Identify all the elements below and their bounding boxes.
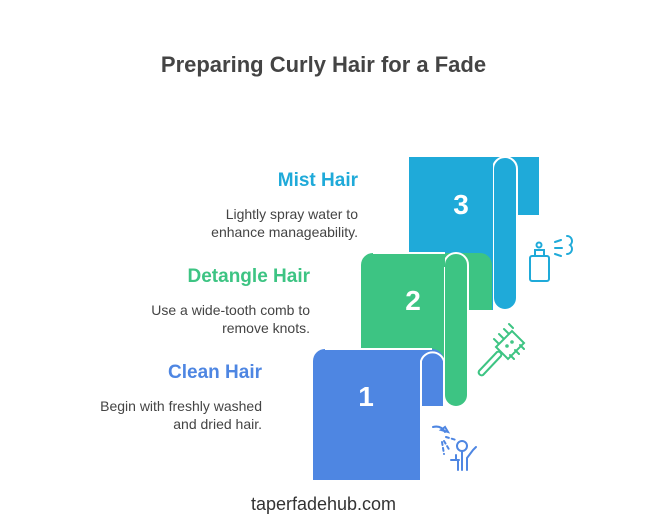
hair-brush-icon (477, 323, 526, 377)
step-1-title: Clean Hair (168, 362, 262, 383)
step-3-description-line: Lightly spray water to (225, 206, 358, 222)
step-1-description-line: and dried hair. (173, 416, 262, 432)
step-2-description: Use a wide-tooth comb to remove knots. (50, 301, 310, 337)
step-3-number: 3 (453, 189, 469, 220)
step-2-description-line: remove knots. (222, 320, 310, 336)
shower-icon (432, 425, 477, 471)
footer-website: taperfadehub.com (250, 494, 397, 514)
step-1-scroll: 1 (313, 348, 445, 480)
step-1-description-line: Begin with freshly washed (100, 398, 262, 414)
page-title: Preparing Curly Hair for a Fade (160, 52, 487, 77)
spray-bottle-icon (529, 235, 573, 282)
step-2-number: 2 (405, 285, 421, 316)
step-1-number: 1 (358, 381, 374, 412)
step-3-description: Lightly spray water to enhance manageabi… (98, 205, 358, 241)
step-2-description-line: Use a wide-tooth comb to (151, 302, 310, 318)
step-1-description: Begin with freshly washed and dried hair… (2, 397, 262, 433)
step-3-description-line: enhance manageability. (211, 224, 358, 240)
step-2-title: Detangle Hair (187, 266, 310, 287)
step-3-title: Mist Hair (277, 170, 358, 191)
